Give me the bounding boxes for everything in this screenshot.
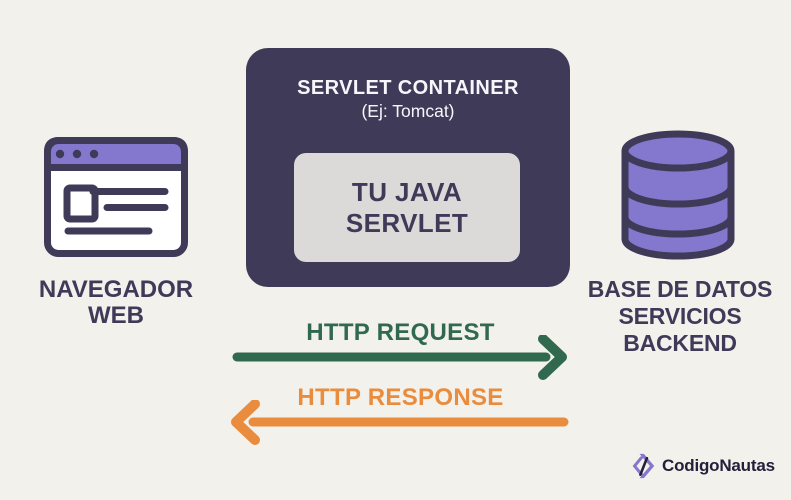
browser-content-lines	[63, 184, 169, 235]
navegador-web-line1: NAVEGADOR	[38, 276, 194, 303]
browser-dots	[55, 149, 99, 159]
database-cylinder-icon	[621, 130, 735, 260]
http-request-arrow-icon	[232, 335, 567, 380]
browser-header-bar	[44, 137, 188, 171]
navegador-web-line2: WEB	[88, 302, 144, 329]
database-top	[621, 130, 735, 172]
http-request-label: HTTP REQUEST	[306, 319, 495, 346]
base-de-datos-label: BASE DE DATOS SERVICIOS BACKEND	[580, 276, 780, 357]
codigonautas-logo-text: CodigoNautas	[662, 456, 775, 475]
java-servlet-line1: TU JAVA	[351, 176, 463, 207]
navegador-web-label: NAVEGADOR WEB	[16, 277, 216, 329]
servlet-container-subtitle: (Ej: Tomcat)	[361, 101, 455, 121]
code-brackets-icon	[632, 453, 655, 479]
base-de-datos-line1: BASE DE DATOS	[587, 276, 773, 302]
http-response-label: HTTP RESPONSE	[297, 384, 504, 411]
java-servlet-box: TU JAVA SERVLET	[294, 153, 520, 262]
http-response-arrow-icon	[231, 400, 569, 445]
base-de-datos-line3: BACKEND	[623, 330, 737, 356]
database-bands	[621, 186, 735, 238]
servlet-container-title: SERVLET CONTAINER	[297, 77, 519, 99]
java-servlet-line2: SERVLET	[345, 207, 469, 238]
browser-window-icon	[44, 137, 188, 257]
browser-outline	[44, 137, 188, 257]
codigonautas-logo: CodigoNautas	[630, 452, 775, 480]
base-de-datos-line2: SERVICIOS	[618, 303, 742, 329]
